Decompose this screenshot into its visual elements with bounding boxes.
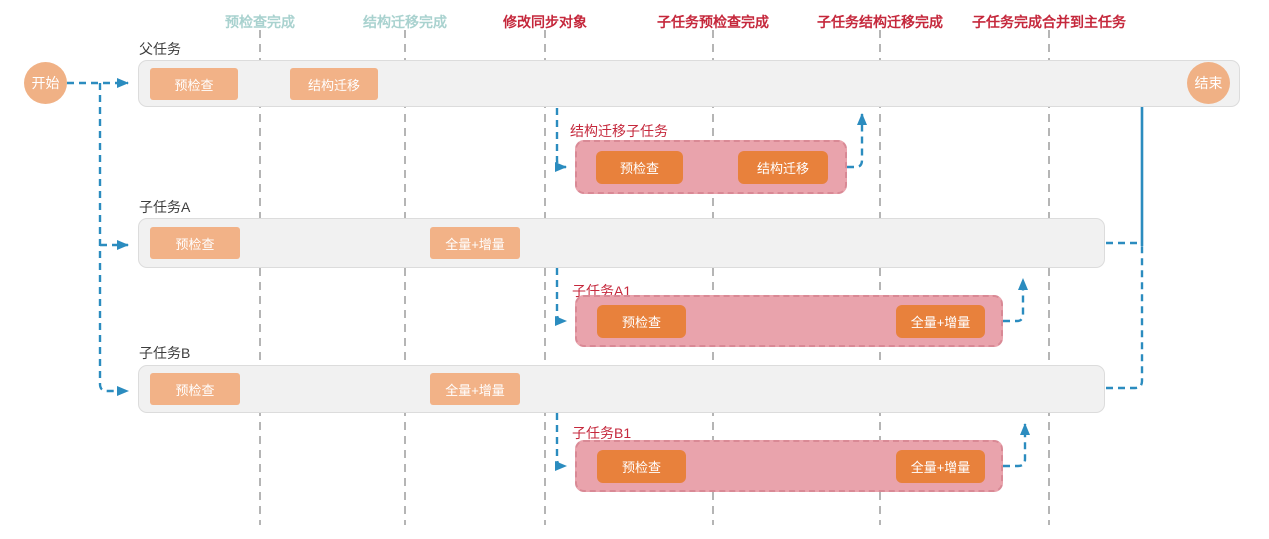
lane-taskB-bar bbox=[138, 365, 1105, 413]
milestone-modify-sync-objects: 修改同步对象 bbox=[503, 14, 587, 30]
subtask-struct-label: 结构迁移子任务 bbox=[570, 123, 668, 139]
block-b1-precheck: 预检查 bbox=[597, 450, 686, 483]
connector-taskB-to-end-trunk bbox=[1106, 246, 1144, 390]
milestone-precheck-complete: 预检查完成 bbox=[225, 14, 295, 30]
arrow-taskA-to-a1 bbox=[555, 268, 567, 326]
arrow-taskB-to-b1 bbox=[555, 413, 567, 471]
lane-parent-label: 父任务 bbox=[139, 41, 181, 57]
milestone-subtask-precheck-complete: 子任务预检查完成 bbox=[657, 14, 769, 30]
block-struct-precheck: 预检查 bbox=[596, 151, 683, 184]
block-taskA-precheck: 预检查 bbox=[150, 227, 240, 259]
arrow-parent-to-struct-subtask bbox=[555, 108, 567, 172]
block-parent-precheck: 预检查 bbox=[150, 68, 238, 100]
arrow-trunk-to-end bbox=[1140, 78, 1176, 246]
block-taskB-precheck: 预检查 bbox=[150, 373, 240, 405]
lane-taskA-label: 子任务A bbox=[139, 199, 191, 215]
milestone-subtask-structure-migration-complete: 子任务结构迁移完成 bbox=[817, 14, 943, 30]
block-b1-full-incremental: 全量+增量 bbox=[896, 450, 985, 483]
arrow-b1-to-taskB bbox=[1003, 423, 1030, 468]
end-node: 结束 bbox=[1187, 62, 1230, 104]
lane-taskB-label: 子任务B bbox=[139, 345, 191, 361]
block-a1-full-incremental: 全量+增量 bbox=[896, 305, 985, 338]
block-taskB-full-incremental: 全量+增量 bbox=[430, 373, 520, 405]
arrow-a1-to-taskA bbox=[1003, 278, 1028, 323]
arrow-struct-subtask-to-parent bbox=[847, 113, 867, 169]
arrow-start-to-taskB bbox=[98, 83, 129, 396]
block-parent-structure-migration: 结构迁移 bbox=[290, 68, 378, 100]
start-node: 开始 bbox=[24, 62, 67, 104]
lane-taskA-bar bbox=[138, 218, 1105, 268]
block-taskA-full-incremental: 全量+增量 bbox=[430, 227, 520, 259]
block-struct-structure-migration: 结构迁移 bbox=[738, 151, 828, 184]
milestone-subtask-merge-complete: 子任务完成合并到主任务 bbox=[972, 14, 1126, 30]
subtask-b1-label: 子任务B1 bbox=[572, 425, 632, 441]
block-a1-precheck: 预检查 bbox=[597, 305, 686, 338]
milestone-structure-migration-complete: 结构迁移完成 bbox=[363, 14, 447, 30]
